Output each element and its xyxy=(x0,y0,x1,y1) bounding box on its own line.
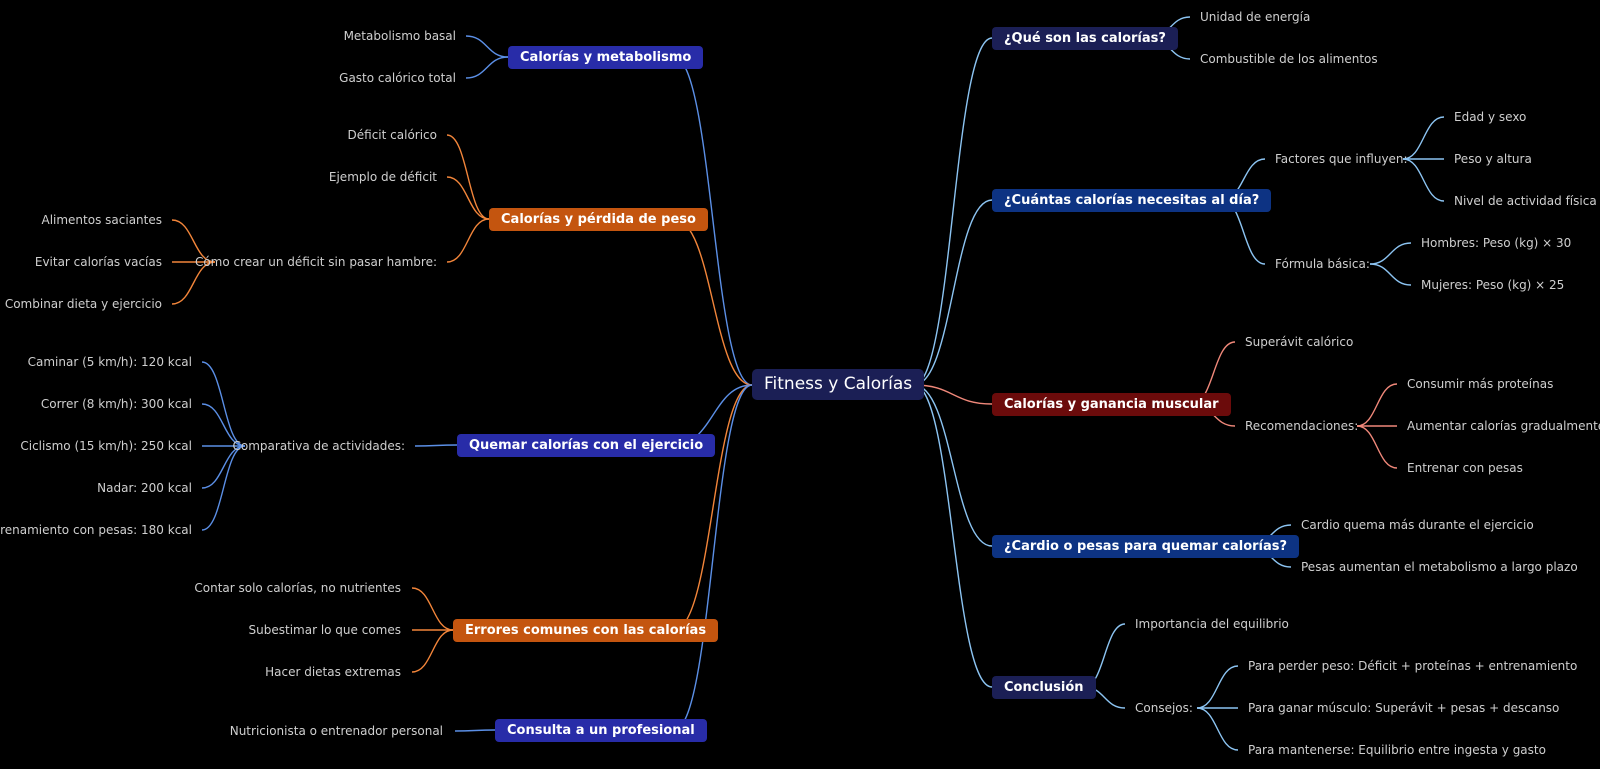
leaf-dietas-extremas: Hacer dietas extremas xyxy=(265,665,401,679)
leaf-mantenerse: Para mantenerse: Equilibrio entre ingest… xyxy=(1248,743,1546,757)
leaf-contar-solo-calorias: Contar solo calorías, no nutrientes xyxy=(194,581,401,595)
branch-child-connector xyxy=(171,261,216,305)
subbranch-comparativa-actividades: Comparativa de actividades: xyxy=(232,439,405,453)
subbranch-formula-basica: Fórmula básica: xyxy=(1275,257,1370,271)
branch-child-connector xyxy=(446,134,490,220)
root-right-connector xyxy=(913,37,993,386)
branch-calorias-metabolismo[interactable]: Calorías y metabolismo xyxy=(508,46,704,69)
leaf-ciclismo: Ciclismo (15 km/h): 250 kcal xyxy=(20,439,192,453)
leaf-subestimar: Subestimar lo que comes xyxy=(248,623,401,637)
leaf-unidad-energia: Unidad de energía xyxy=(1200,10,1311,24)
branch-child-connector xyxy=(201,445,246,531)
leaf-caminar: Caminar (5 km/h): 120 kcal xyxy=(27,355,192,369)
branch-child-connector xyxy=(465,35,509,58)
branch-conclusion[interactable]: Conclusión xyxy=(992,676,1096,699)
branch-child-connector xyxy=(1402,158,1445,202)
leaf-alimentos-saciantes: Alimentos saciantes xyxy=(41,213,162,227)
branch-child-connector xyxy=(1356,383,1398,427)
root-left-connector xyxy=(673,384,753,731)
root-right-connector xyxy=(913,384,993,688)
leaf-peso-altura: Peso y altura xyxy=(1454,152,1532,166)
branch-child-connector xyxy=(1369,263,1412,286)
branch-child-connector xyxy=(171,219,216,263)
leaf-aumentar-calorias: Aumentar calorías gradualmente xyxy=(1407,419,1600,433)
branch-que-son-calorias[interactable]: ¿Qué son las calorías? xyxy=(992,27,1178,50)
branch-child-connector xyxy=(411,587,454,631)
branch-child-connector xyxy=(446,218,490,263)
branch-cuantas-calorias[interactable]: ¿Cuántas calorías necesitas al día? xyxy=(992,189,1272,212)
subbranch-recomendaciones: Recomendaciones: xyxy=(1245,419,1359,433)
leaf-ejemplo-deficit: Ejemplo de déficit xyxy=(328,170,437,184)
branch-errores-comunes[interactable]: Errores comunes con las calorías xyxy=(453,619,719,642)
branch-child-connector xyxy=(414,444,458,447)
branch-child-connector xyxy=(1196,707,1239,751)
branch-child-connector xyxy=(1369,242,1412,265)
leaf-ganar-musculo: Para ganar músculo: Superávit + pesas + … xyxy=(1248,701,1560,715)
leaf-pesas-aumentan: Pesas aumentan el metabolismo a largo pl… xyxy=(1301,560,1578,574)
branch-cardio-pesas[interactable]: ¿Cardio o pesas para quemar calorías? xyxy=(992,535,1300,558)
branch-child-connector xyxy=(1402,116,1445,160)
leaf-consumir-proteinas: Consumir más proteínas xyxy=(1407,377,1554,391)
root-left-connector xyxy=(673,218,753,386)
branch-child-connector xyxy=(411,629,454,673)
branch-child-connector xyxy=(454,729,496,732)
subbranch-crear-deficit: Cómo crear un déficit sin pasar hambre: xyxy=(194,255,437,269)
leaf-nutricionista: Nutricionista o entrenador personal xyxy=(229,724,443,738)
leaf-metabolismo-basal: Metabolismo basal xyxy=(343,29,456,43)
root-left-connector xyxy=(673,56,753,386)
branch-child-connector xyxy=(1196,665,1239,709)
leaf-combinar-dieta-ejercicio: Combinar dieta y ejercicio xyxy=(4,297,162,311)
leaf-cardio-quema: Cardio quema más durante el ejercicio xyxy=(1301,518,1534,532)
branch-child-connector xyxy=(201,445,246,489)
root-right-connector xyxy=(913,199,993,386)
branch-ganancia-muscular[interactable]: Calorías y ganancia muscular xyxy=(992,393,1231,416)
leaf-deficit-calorico: Déficit calórico xyxy=(347,128,437,142)
leaf-edad-sexo: Edad y sexo xyxy=(1454,110,1527,124)
root-right-connector xyxy=(913,384,993,405)
leaf-importancia-equilibrio: Importancia del equilibrio xyxy=(1135,617,1289,631)
branch-child-connector xyxy=(201,403,246,447)
leaf-superavit-calorico: Superávit calórico xyxy=(1245,335,1354,349)
leaf-hombres: Hombres: Peso (kg) × 30 xyxy=(1421,236,1572,250)
subbranch-factores-influyen: Factores que influyen: xyxy=(1275,152,1408,166)
root-right-connector xyxy=(913,384,993,547)
leaf-nadar: Nadar: 200 kcal xyxy=(97,481,192,495)
root-left-connector xyxy=(673,384,753,631)
leaf-mujeres: Mujeres: Peso (kg) × 25 xyxy=(1421,278,1565,292)
branch-consulta-profesional[interactable]: Consulta a un profesional xyxy=(495,719,707,742)
root-node[interactable]: Fitness y Calorías xyxy=(752,369,925,400)
leaf-gasto-calorico-total: Gasto calórico total xyxy=(339,71,456,85)
branch-quemar-calorias-ejercicio[interactable]: Quemar calorías con el ejercicio xyxy=(457,434,716,457)
leaf-entrenamiento-pesas: Entrenamiento con pesas: 180 kcal xyxy=(0,523,192,537)
branch-child-connector xyxy=(201,361,246,447)
leaf-correr: Correr (8 km/h): 300 kcal xyxy=(40,397,192,411)
leaf-combustible-alimentos: Combustible de los alimentos xyxy=(1200,52,1378,66)
leaf-nivel-actividad: Nivel de actividad física xyxy=(1454,194,1597,208)
branch-child-connector xyxy=(465,56,509,79)
leaf-entrenar-pesas: Entrenar con pesas xyxy=(1407,461,1523,475)
leaf-evitar-calorias-vacias: Evitar calorías vacías xyxy=(34,255,162,269)
branch-child-connector xyxy=(1356,425,1398,469)
subbranch-consejos: Consejos: xyxy=(1135,701,1193,715)
branch-calorias-perdida-peso[interactable]: Calorías y pérdida de peso xyxy=(489,208,708,231)
branch-child-connector xyxy=(446,176,490,220)
leaf-perder-peso: Para perder peso: Déficit + proteínas + … xyxy=(1248,659,1578,673)
